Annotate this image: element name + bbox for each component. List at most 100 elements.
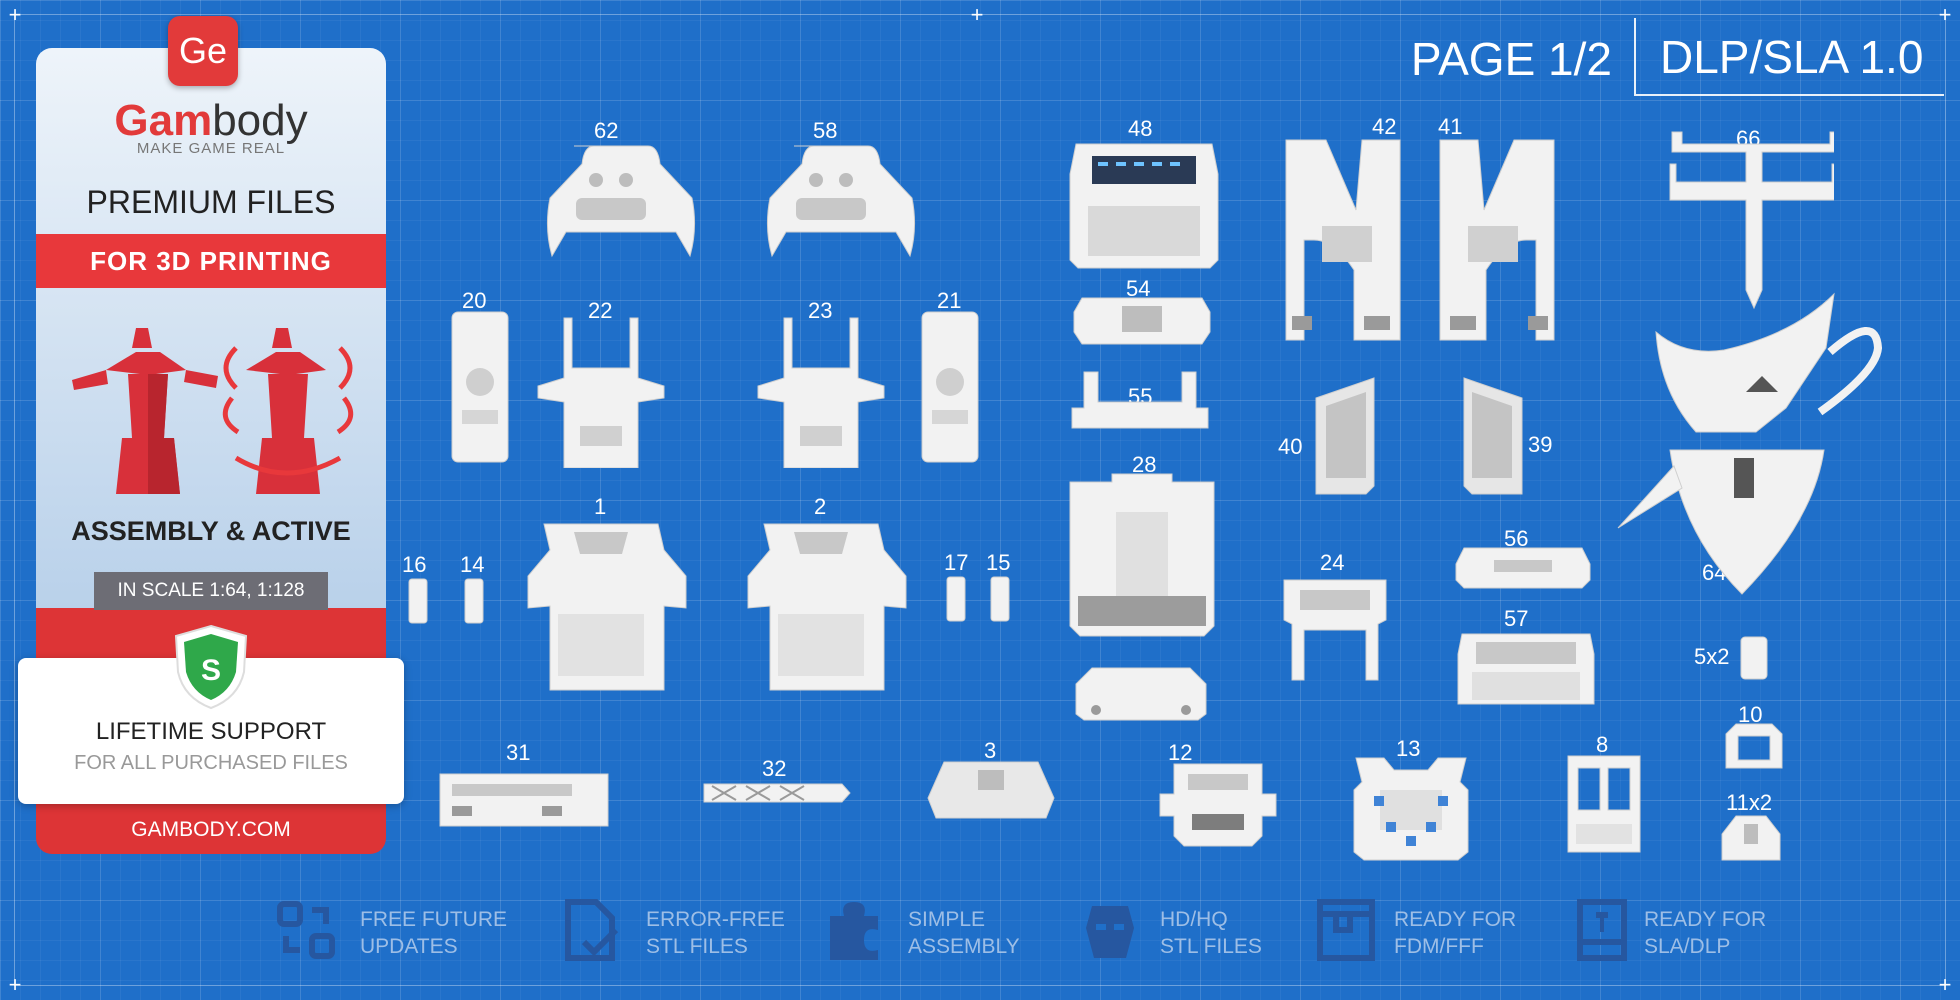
sidebar-top-panel	[36, 48, 386, 608]
part-number: 3	[984, 738, 997, 763]
feature-line: READY FOR	[1644, 908, 1767, 931]
header-divider	[1634, 18, 1636, 94]
support-heading: LIFETIME SUPPORT	[95, 718, 327, 745]
part-20[interactable]	[450, 310, 510, 464]
feature-line: FDM/FFF	[1394, 935, 1484, 958]
part-28[interactable]	[1064, 472, 1220, 638]
premium-heading: PREMIUM FILES	[86, 184, 336, 220]
brand-tagline: MAKE GAME REAL	[136, 140, 286, 157]
feature-line: SIMPLE	[908, 908, 986, 931]
feature-line: HD/HQ	[1160, 908, 1228, 931]
sla-printer-icon	[1577, 899, 1627, 961]
part-64[interactable]	[1614, 446, 1828, 596]
part-8[interactable]	[1566, 754, 1642, 854]
part-24[interactable]	[1280, 576, 1390, 686]
gambody-logo-icon[interactable]: Ge	[168, 16, 238, 86]
brand-name-red: Gam	[114, 96, 213, 145]
file-check-icon	[565, 899, 619, 961]
part-16[interactable]	[408, 578, 428, 624]
part-1[interactable]	[514, 518, 688, 692]
part-66[interactable]	[1668, 128, 1834, 312]
part-65[interactable]	[1652, 292, 1882, 434]
page-indicator: PAGE 1/2	[1410, 33, 1612, 85]
support-subheading: FOR ALL PURCHASED FILES	[74, 752, 348, 774]
part-29[interactable]	[1072, 666, 1210, 722]
crosshair-mark: +	[1938, 2, 1952, 27]
part-17[interactable]	[946, 576, 966, 622]
part-23[interactable]	[756, 316, 886, 468]
assembly-heading: ASSEMBLY & ACTIVE	[71, 516, 351, 546]
part-32[interactable]	[702, 778, 852, 808]
part-number: 22	[588, 298, 613, 323]
part-58[interactable]	[746, 142, 916, 258]
part-number: 40	[1278, 434, 1303, 459]
feature-line: UPDATES	[360, 935, 458, 958]
part-2[interactable]	[734, 518, 908, 692]
feature-line: ASSEMBLY	[908, 935, 1020, 958]
part-14[interactable]	[464, 578, 484, 624]
part-number: 11x2	[1726, 790, 1773, 815]
part-15[interactable]	[990, 576, 1010, 622]
part-62[interactable]	[526, 142, 696, 258]
part-39[interactable]	[1462, 376, 1524, 496]
header-underline	[1634, 94, 1944, 96]
part-number: 62	[594, 118, 619, 143]
part-number: 17	[944, 550, 969, 575]
figure-preview-image	[72, 328, 354, 494]
website-link[interactable]: GAMBODY.COM	[131, 818, 291, 841]
part-31[interactable]	[438, 764, 618, 828]
part-number: 42	[1372, 114, 1397, 139]
part-number: 10	[1738, 702, 1763, 727]
part-12[interactable]	[1158, 762, 1278, 848]
part-number: 12	[1168, 740, 1193, 765]
part-number: 31	[506, 740, 531, 765]
part-number: 21	[937, 288, 962, 313]
part-11x2[interactable]	[1720, 814, 1782, 862]
fdm-printer-icon	[1317, 899, 1375, 961]
feature-line: STL FILES	[1160, 935, 1262, 958]
blueprint-frame	[14, 14, 1946, 986]
part-number: 41	[1438, 114, 1463, 139]
part-3[interactable]	[926, 760, 1056, 820]
part-number: 15	[986, 550, 1011, 575]
part-number: 20	[462, 288, 487, 313]
part-number: 8	[1596, 732, 1609, 757]
part-number: 1	[594, 494, 607, 519]
feature-line: SLA/DLP	[1644, 935, 1731, 958]
feature-line: ERROR-FREE	[646, 908, 785, 931]
feature-line: STL FILES	[646, 935, 748, 958]
part-48[interactable]	[1068, 142, 1220, 270]
part-22[interactable]	[536, 316, 666, 468]
part-42[interactable]	[1282, 136, 1404, 346]
part-41[interactable]	[1436, 136, 1558, 346]
brand-name[interactable]: Gambody	[36, 96, 386, 146]
crosshair-mark: +	[8, 2, 22, 27]
part-13[interactable]	[1350, 756, 1472, 862]
part-number: 28	[1132, 452, 1157, 477]
part-10[interactable]	[1724, 722, 1784, 770]
part-54[interactable]	[1072, 296, 1212, 346]
part-21[interactable]	[920, 310, 980, 464]
crosshair-mark: +	[8, 972, 22, 997]
part-number: 39	[1528, 432, 1553, 457]
version-label: DLP/SLA 1.0	[1660, 31, 1924, 83]
helmet-icon	[1086, 906, 1134, 958]
part-40[interactable]	[1314, 376, 1376, 496]
shield-letter: S	[201, 654, 221, 687]
part-number: 48	[1128, 116, 1153, 141]
printing-band: FOR 3D PRINTING	[36, 234, 386, 288]
feature-line: READY FOR	[1394, 908, 1517, 931]
part-number: 2	[814, 494, 827, 519]
part-5x2[interactable]	[1740, 636, 1768, 680]
part-57[interactable]	[1456, 628, 1596, 710]
part-number: 24	[1320, 550, 1345, 575]
crosshair-mark: +	[970, 2, 984, 27]
part-number: 57	[1504, 606, 1529, 631]
part-number: 16	[402, 552, 427, 577]
part-56[interactable]	[1454, 546, 1592, 590]
brand-name-rest: body	[212, 96, 308, 145]
part-55[interactable]	[1070, 370, 1210, 432]
feature-line: FREE FUTURE	[360, 908, 507, 931]
crosshair-mark: +	[1938, 972, 1952, 997]
